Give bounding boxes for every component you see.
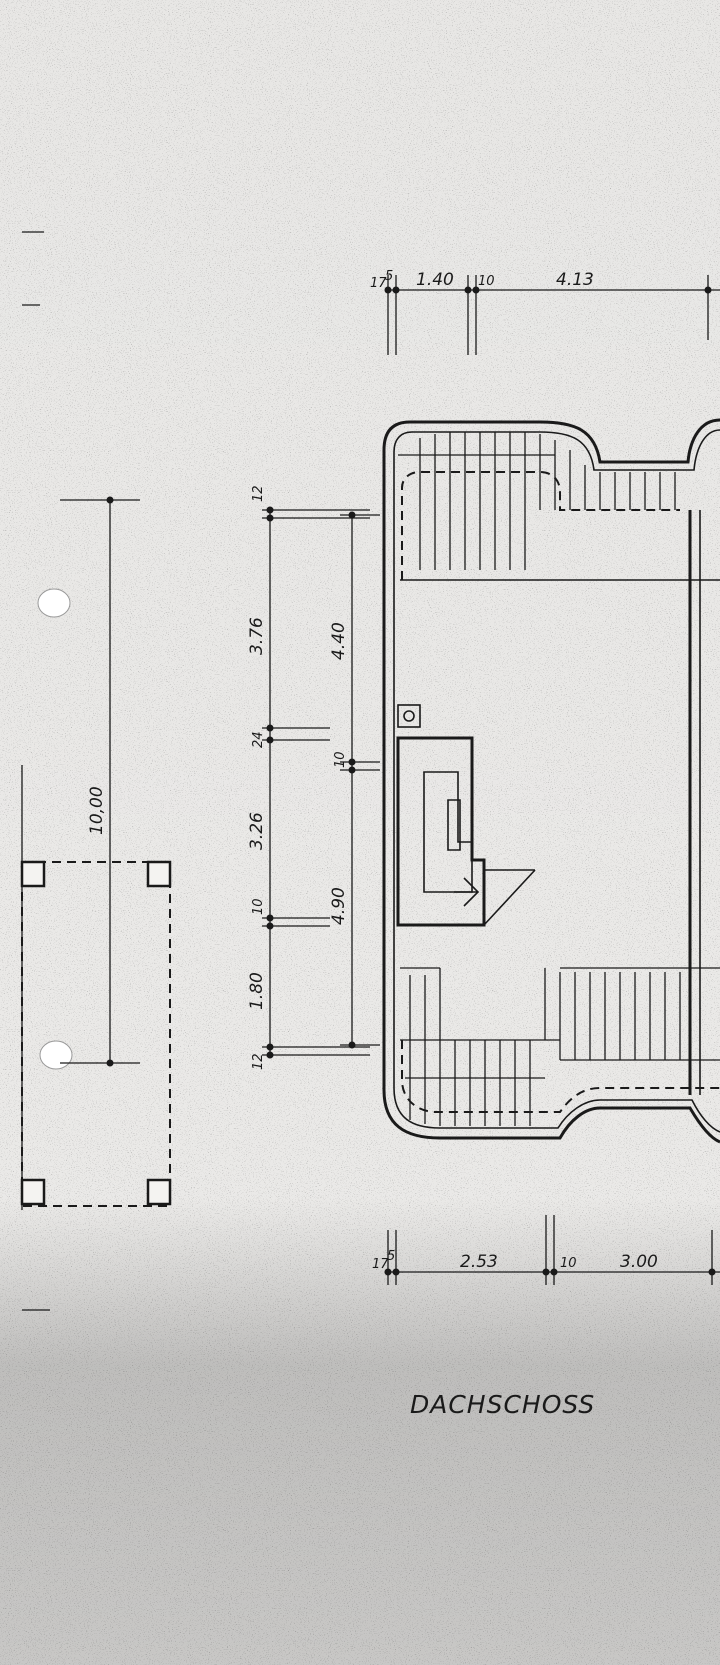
dim-outer-10: 10: [333, 751, 348, 768]
bottom-dimension-chain: [384, 1215, 720, 1285]
dim-bottom-300: 3.00: [620, 1252, 658, 1272]
dim-top-17: 17: [370, 276, 387, 291]
dim-bottom-17: 17: [372, 1257, 389, 1272]
dim-outer-490: 4.90: [329, 887, 349, 925]
dim-top-413: 4.13: [556, 270, 594, 290]
dim-outer-440: 4.40: [329, 622, 349, 660]
binder-hole-bottom: [39, 1040, 73, 1070]
dim-left-326: 3.26: [247, 812, 267, 850]
balcony-hatch-bottom: [400, 967, 720, 1126]
building-outline: [382, 418, 720, 1144]
dim-top-140: 1.40: [416, 270, 454, 290]
dim-left-24: 24: [251, 731, 266, 748]
dim-left-10: 10: [251, 898, 266, 915]
dim-far-left-1000: 10,00: [87, 786, 107, 835]
dim-left-376: 3.76: [247, 617, 267, 655]
dim-top-5: 5: [385, 269, 393, 284]
far-left-dimension: [60, 496, 140, 1067]
dim-bottom-5: 5: [387, 1249, 395, 1264]
dashed-outline: [20, 860, 172, 1207]
binder-hole-top: [37, 588, 71, 618]
dim-bottom-10: 10: [560, 1256, 577, 1271]
dim-top-10: 10: [478, 274, 495, 289]
dim-bottom-253: 2.53: [460, 1252, 498, 1272]
top-dimension-chain: [384, 275, 720, 355]
stair-core: [396, 704, 536, 927]
left-outer-dimension-chain: [340, 511, 380, 1049]
dim-left-12-top: 12: [251, 485, 266, 502]
dim-left-12-bottom: 12: [251, 1053, 266, 1070]
dim-left-180: 1.80: [247, 972, 267, 1010]
balcony-hatch-top: [398, 432, 676, 570]
plan-title: DACHSCHOSS: [410, 1390, 595, 1419]
